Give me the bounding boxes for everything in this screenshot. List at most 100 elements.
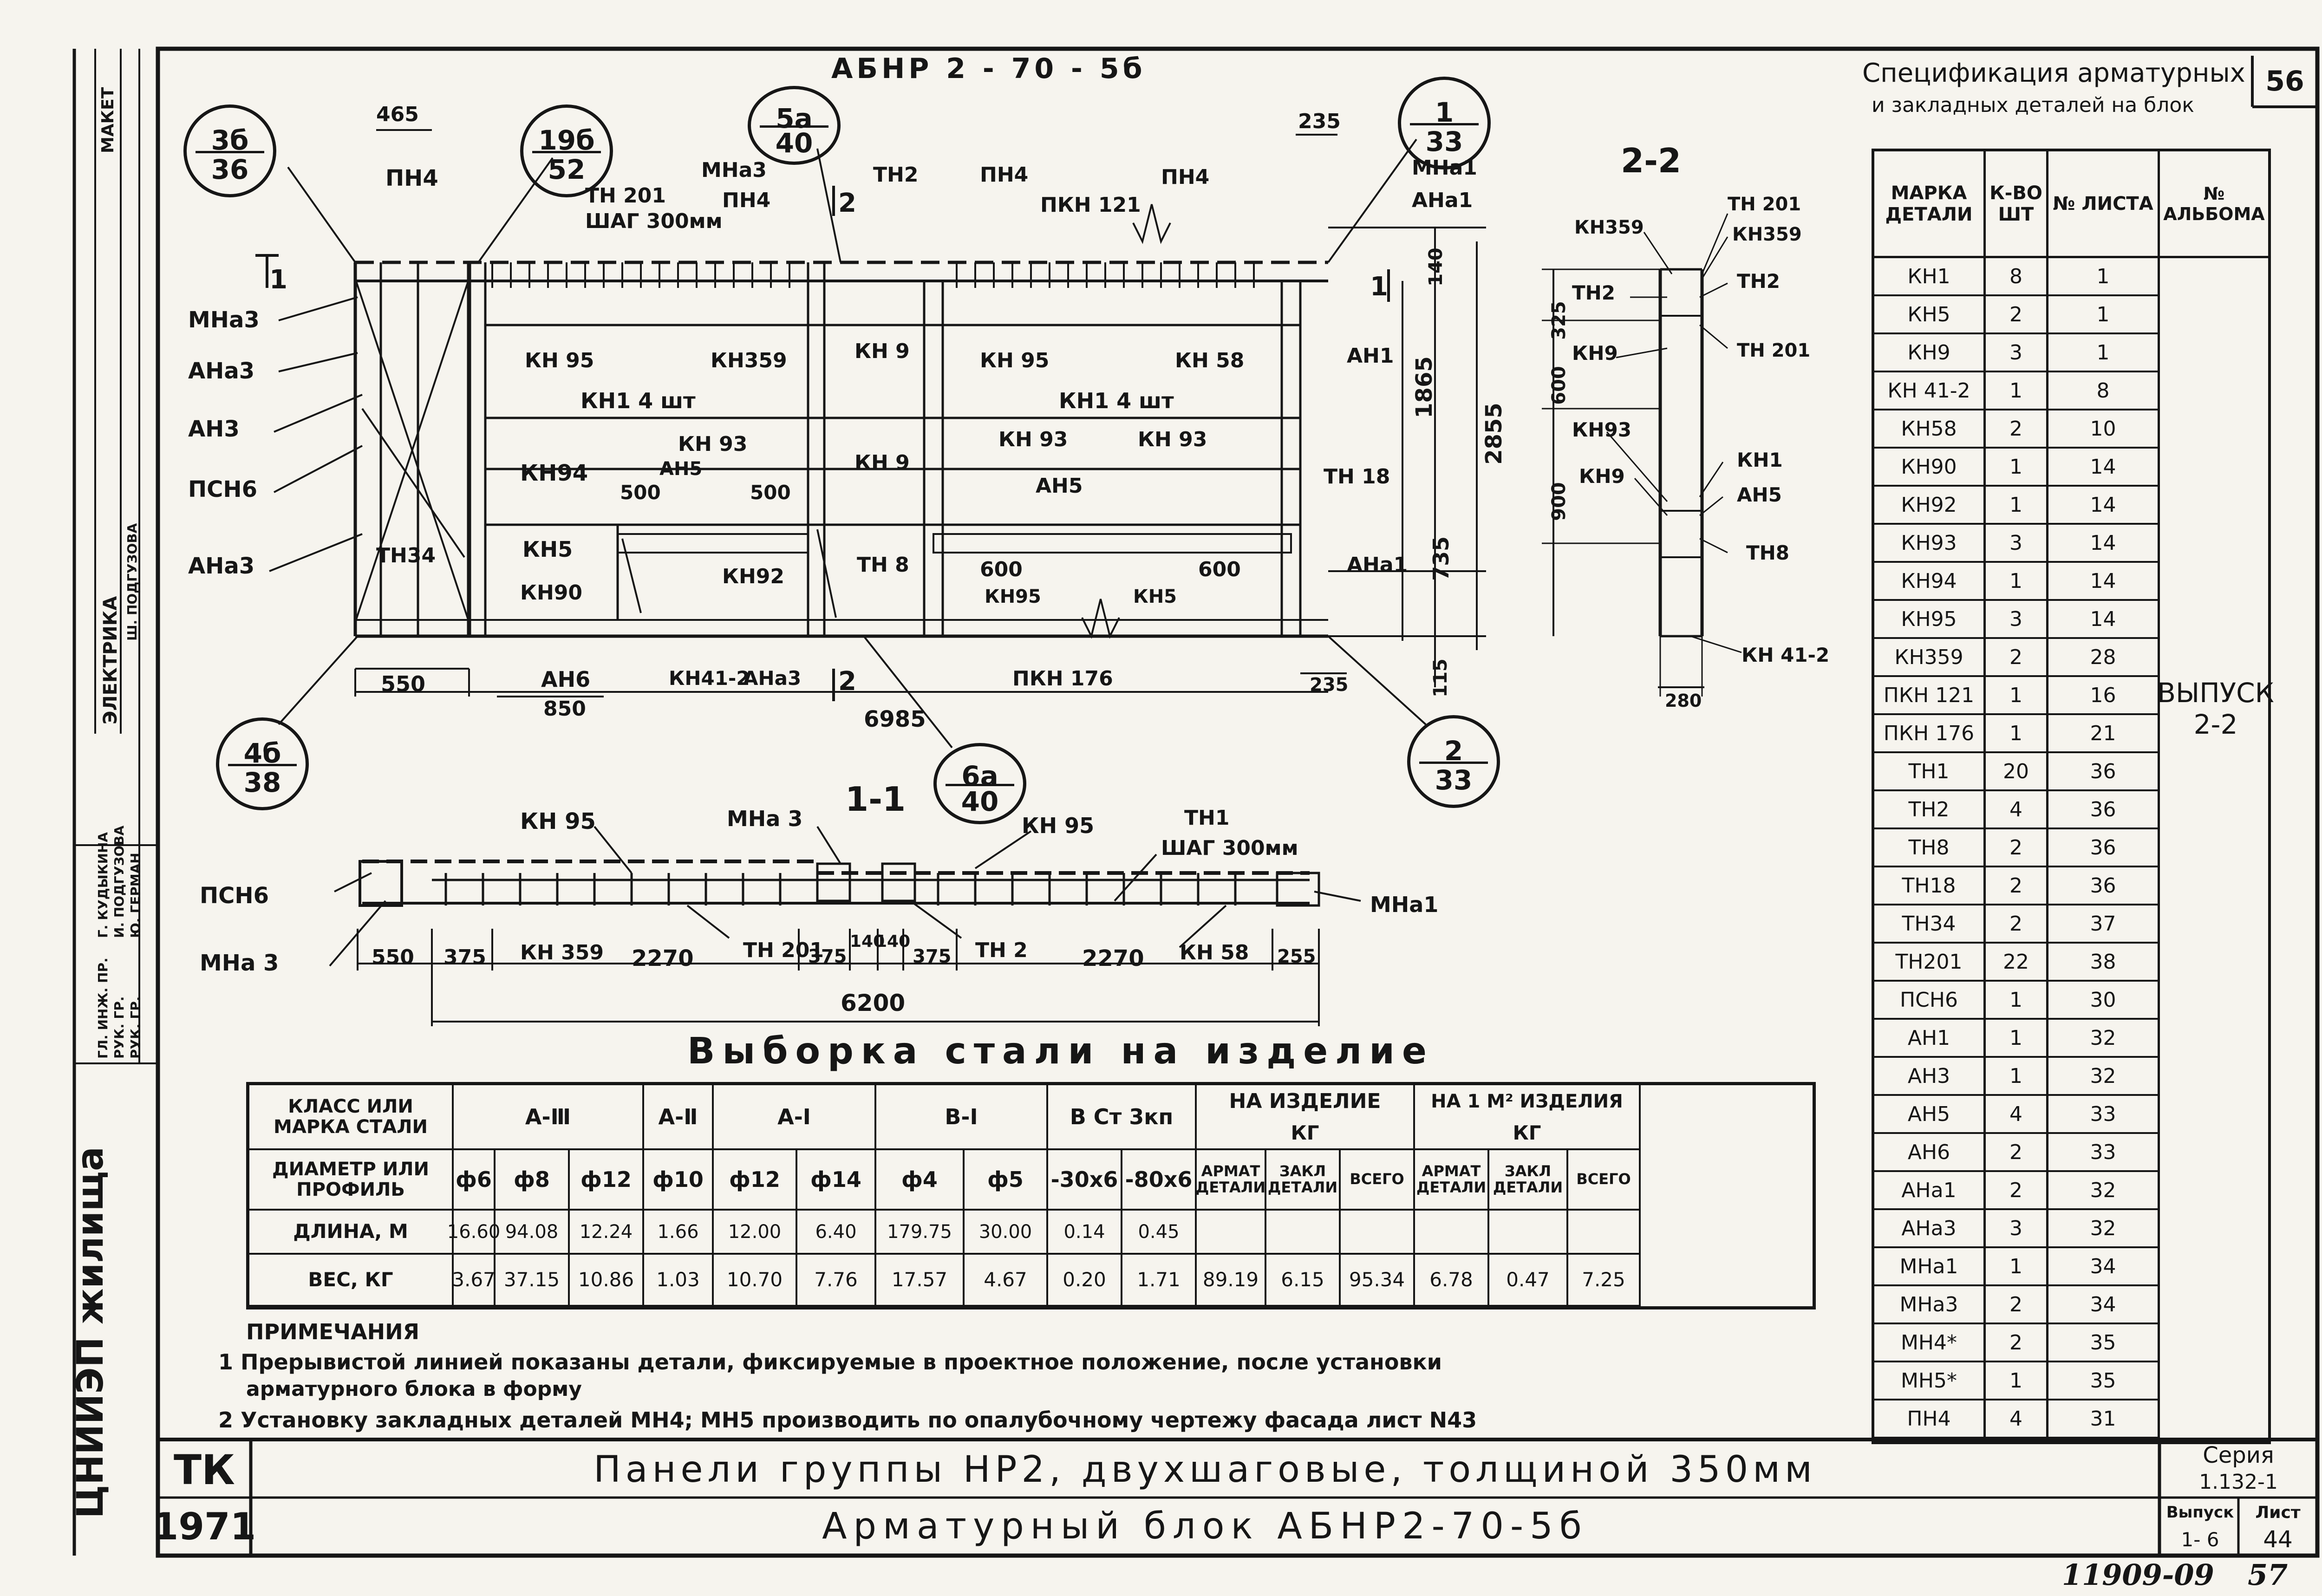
label-kn94: КН94 (520, 460, 588, 486)
spec-cell-qty: 2 (1986, 1286, 2048, 1322)
spec-cell-qty: 1 (1986, 715, 2048, 751)
label-kn5-a: КН5 (522, 537, 573, 562)
section-2-2-title: 2-2 (1621, 141, 1682, 180)
spec-cell-qty: 22 (1986, 944, 2048, 980)
sheet-value: 44 (2263, 1526, 2293, 1553)
spec-cell-mark: МНа3 (1874, 1286, 1986, 1322)
steel-mass-cell: 6.15 (1266, 1255, 1341, 1307)
steel-title: Выборка стали на изделие (687, 1030, 1434, 1072)
label-kn92: КН92 (722, 565, 785, 588)
steel-diameter-cell: ф8 (496, 1150, 570, 1211)
steel-class-header: В Ст 3кп (1048, 1085, 1197, 1150)
spec-cell-qty: 1 (1986, 1058, 2048, 1094)
s22-tn201-b: ТН 201 (1737, 340, 1811, 361)
spec-cell-sheet: 37 (2048, 905, 2160, 942)
steel-mass-cell: 7.25 (1568, 1255, 1641, 1307)
steel-mass-label: ВЕС, КГ (249, 1255, 454, 1307)
spec-cell-qty: 1 (1986, 1248, 2048, 1284)
label-kn9-a: КН 9 (854, 339, 910, 363)
steel-diameter-cell: ф10 (644, 1150, 714, 1211)
dim-235-bottom: 235 (1310, 674, 1349, 696)
s11-dim-6200: 6200 (841, 990, 906, 1016)
label-mna3-top: МНа3 (701, 158, 767, 182)
s11-mna3-left: МНа 3 (200, 950, 279, 976)
label-kn41-2: КН41-2 (669, 667, 750, 690)
spec-cell-mark: КН92 (1874, 487, 1986, 523)
s22-kn9-a: КН9 (1572, 342, 1618, 365)
steel-length-cell: 179.75 (876, 1211, 965, 1255)
s22-kn1: КН1 (1737, 449, 1783, 471)
steel-length-label: ДЛИНА, М (249, 1211, 454, 1255)
steel-diameter-cell: ф12 (570, 1150, 644, 1211)
spec-cell-qty: 2 (1986, 829, 2048, 866)
s22-kn9-b: КН9 (1579, 465, 1625, 488)
spec-head-mark: МАРКА ДЕТАЛИ (1874, 151, 1986, 258)
steel-diameter-cell: ф5 (965, 1150, 1048, 1211)
s22-tn2-right: ТН2 (1737, 270, 1781, 293)
steel-length-empty (1489, 1211, 1568, 1255)
label-tn8: ТН 8 (857, 553, 909, 577)
spec-cell-qty: 2 (1986, 1172, 2048, 1208)
spec-cell-qty: 4 (1986, 1401, 2048, 1437)
spec-head-album: № АЛЬБОМА (2160, 151, 2268, 258)
steel-class-header: А-Ⅱ (644, 1085, 714, 1150)
spec-cell-mark: ПСН6 (1874, 982, 1986, 1018)
steel-length-cell: 30.00 (965, 1211, 1048, 1255)
steel-class-header: А-Ⅰ (714, 1085, 876, 1150)
spec-cell-mark: КН359 (1874, 639, 1986, 675)
dim-465: 465 (376, 103, 419, 126)
label-kn5-b: КН5 (1133, 586, 1177, 607)
spec-cell-mark: АН1 (1874, 1020, 1986, 1056)
s11-psn6: ПСН6 (200, 883, 269, 909)
cut-1-right: 1 (1370, 272, 1388, 302)
s11-kn58: КН 58 (1180, 941, 1249, 964)
spec-cell-qty: 2 (1986, 867, 2048, 904)
steel-mass-cell: 95.34 (1341, 1255, 1415, 1307)
spec-cell-qty: 1 (1986, 677, 2048, 713)
label-ana1-top: АНа1 (1412, 189, 1473, 212)
steel-weight-head: ЗАКЛ ДЕТАЛИ (1489, 1150, 1568, 1211)
s22-kn359-left: КН359 (1574, 217, 1644, 238)
section-1-1-title: 1-1 (845, 780, 906, 819)
spec-cell-sheet: 1 (2048, 334, 2160, 371)
s11-dim-140-b: 140 (875, 932, 911, 951)
steel-length-cell: 1.66 (644, 1211, 714, 1255)
s11-tn1: ТН1 (1184, 806, 1230, 830)
steel-mass-cell: 7.76 (797, 1255, 876, 1307)
spec-cell-sheet: 8 (2048, 372, 2160, 409)
steel-m2-kg: КГ (1415, 1118, 1641, 1150)
steel-weight-head: ВСЕГО (1568, 1150, 1641, 1211)
s11-kn95-a: КН 95 (520, 808, 596, 834)
steel-length-empty (1341, 1211, 1415, 1255)
steel-length-cell: 0.14 (1048, 1211, 1122, 1255)
spec-cell-mark: ТН201 (1874, 944, 1986, 980)
steel-total-header: НА ИЗДЕЛИЕ (1197, 1085, 1415, 1118)
s11-dim-375-a: 375 (444, 945, 486, 969)
spec-cell-sheet: 31 (2048, 1401, 2160, 1437)
spec-cell-sheet: 21 (2048, 715, 2160, 751)
dim-500-b: 500 (750, 481, 791, 504)
label-kn9-b: КН 9 (854, 451, 910, 475)
s11-dim-2270-b: 2270 (1082, 945, 1144, 971)
s11-dim-375-b: 375 (808, 946, 847, 967)
spec-cell-sheet: 1 (2048, 258, 2160, 294)
spec-cell-qty: 2 (1986, 1324, 2048, 1361)
steel-mass-cell: 3.67 (452, 1255, 496, 1307)
